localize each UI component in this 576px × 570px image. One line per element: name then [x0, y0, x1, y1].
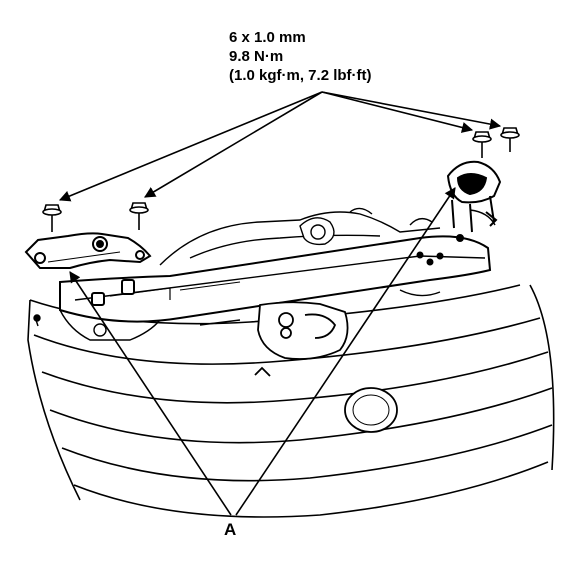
bolt-size: 6 x 1.0 mm — [229, 29, 306, 46]
torque-value: 9.8 N·m — [229, 48, 284, 65]
torque-alt-units: (1.0 kgf·m, 7.2 lbf·ft) — [229, 67, 372, 84]
grille-bar — [33, 317, 541, 365]
grille-bar — [73, 461, 549, 518]
leader-arrow — [321, 91, 474, 133]
right-bracket — [446, 160, 502, 233]
bolt-left-1 — [42, 204, 62, 232]
grille-bars — [27, 284, 555, 518]
leader-arrow — [69, 271, 232, 516]
torque-spec: 6 x 1.0 mm 9.8 N·m (1.0 kgf·m, 7.2 lbf·f… — [229, 28, 372, 85]
left-bracket — [24, 232, 152, 269]
bolt-left-2 — [129, 202, 149, 230]
grille-bar — [61, 424, 553, 482]
leader-arrow — [58, 91, 323, 202]
leader-arrow — [235, 187, 456, 516]
lower-body — [33, 289, 441, 341]
engine-bay — [159, 207, 496, 266]
grille-bar — [49, 387, 553, 444]
emblem — [344, 387, 398, 433]
bolt-right-2 — [500, 127, 520, 152]
callout-label-a: A — [224, 520, 237, 539]
leader-arrow — [144, 91, 323, 198]
bolt-right-1 — [472, 131, 492, 158]
hood-latch — [254, 301, 349, 377]
spec-leaders — [58, 91, 502, 202]
radiator-support — [59, 234, 492, 323]
grille-bar — [41, 351, 549, 404]
callout-leaders — [69, 187, 456, 516]
leader-arrow — [321, 91, 502, 130]
